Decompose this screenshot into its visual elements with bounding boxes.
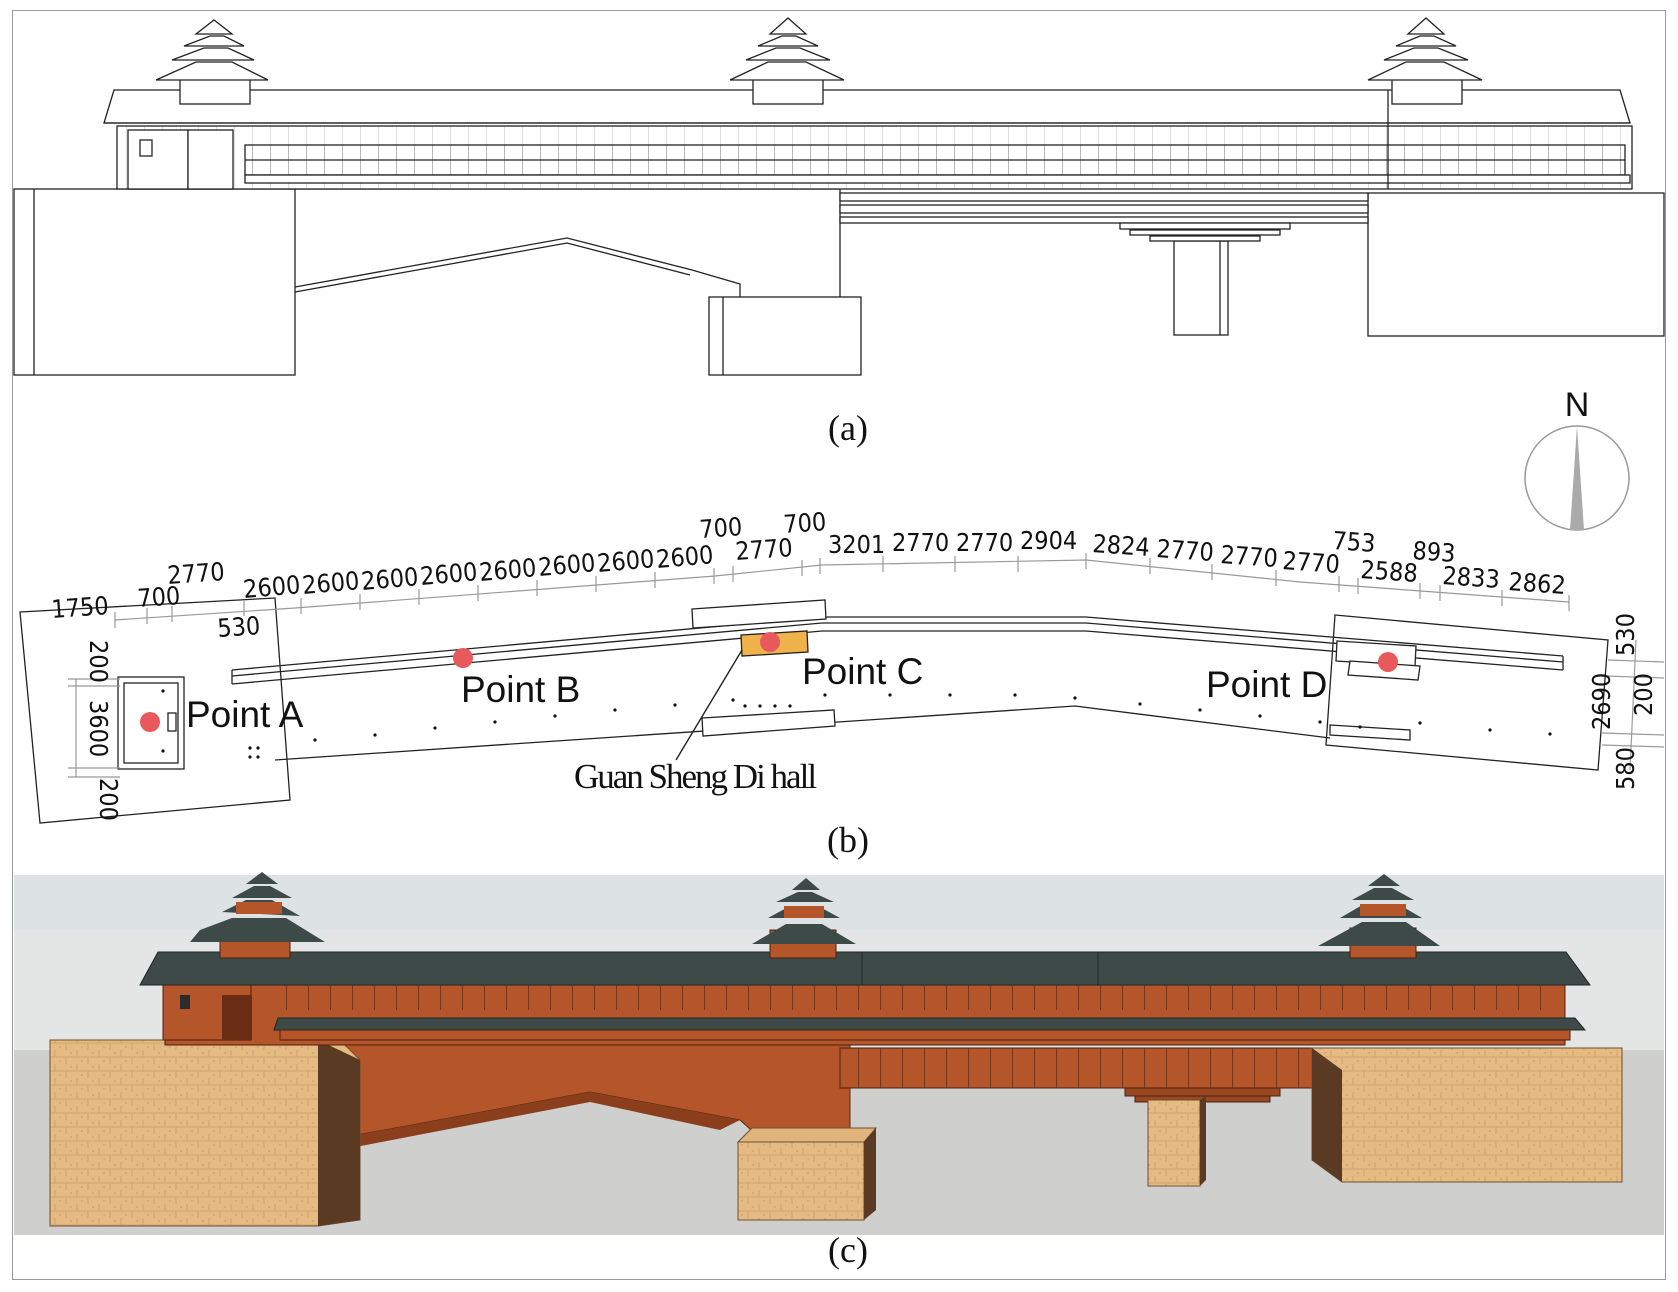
dim-label: 2600 [537, 548, 597, 582]
point-c-label: Point C [802, 651, 923, 692]
dim-label: 200 [84, 640, 113, 683]
dim-label: 2600 [655, 540, 715, 574]
dim-label: 753 [1332, 526, 1377, 558]
dim-label: 700 [782, 507, 827, 539]
dim-label: 2600 [596, 544, 656, 578]
dim-label: 2770 [734, 533, 793, 566]
dim-label: 2600 [301, 566, 361, 600]
point-d-label: Point D [1206, 664, 1327, 705]
point-d-marker [1378, 652, 1398, 672]
dim-label: 1750 [50, 591, 109, 624]
dim-label: 530 [1611, 613, 1640, 656]
dim-label: 2600 [478, 553, 538, 587]
dim-label: 200 [1629, 673, 1658, 716]
point-a-label: Point A [186, 694, 304, 735]
dim-label: 2600 [419, 557, 479, 591]
right-dimension-labels: 530 200 2690 580 [1587, 613, 1658, 790]
dim-label: 580 [1611, 747, 1640, 790]
dim-label: 3600 [84, 700, 113, 757]
dim-label: 2862 [1508, 567, 1567, 600]
dim-label: 2600 [242, 570, 302, 604]
dim-label: 893 [1412, 536, 1457, 568]
panel-c-caption: (c) [828, 1230, 868, 1270]
dim-label: 2770 [956, 528, 1013, 557]
panel-a-caption: (a) [828, 408, 868, 448]
panel-b-plan-drawing [19, 553, 1665, 824]
dim-label: 2824 [1092, 529, 1151, 562]
dim-label: 530 [216, 611, 261, 643]
north-label: N [1565, 386, 1590, 424]
point-b-marker [453, 648, 473, 668]
dim-label: 700 [698, 512, 743, 544]
panel-b-caption: (b) [827, 820, 869, 860]
dim-label: 2904 [1020, 526, 1077, 555]
dim-label: 2600 [360, 562, 420, 596]
point-a-marker [140, 712, 160, 732]
figure-frame [12, 10, 1666, 1280]
top-dimension-labels: 1750 700 2770 530 2600 2600 2600 2600 26… [50, 507, 1566, 643]
dim-label: 2833 [1442, 561, 1501, 594]
dim-label: 2770 [892, 528, 949, 557]
dim-label: 2770 [1220, 540, 1279, 573]
left-dimension-labels: 200 3600 200 [84, 640, 123, 821]
dim-label: 2588 [1360, 555, 1419, 588]
hall-label: Guan Sheng Di hall [574, 757, 817, 796]
dim-label: 3201 [828, 530, 885, 559]
dim-label: 700 [136, 581, 181, 613]
panel-c-rendered-view [14, 872, 1664, 1235]
point-b-label: Point B [461, 669, 580, 710]
dim-label: 2770 [166, 557, 225, 590]
panel-a-elevation-drawing [13, 17, 1665, 376]
point-c-marker [760, 632, 780, 652]
north-arrow-icon [1524, 425, 1630, 531]
dim-label: 2770 [1156, 534, 1215, 567]
dim-label: 2690 [1587, 673, 1616, 730]
dim-label: 200 [94, 778, 123, 821]
dim-label: 2770 [1282, 546, 1341, 579]
